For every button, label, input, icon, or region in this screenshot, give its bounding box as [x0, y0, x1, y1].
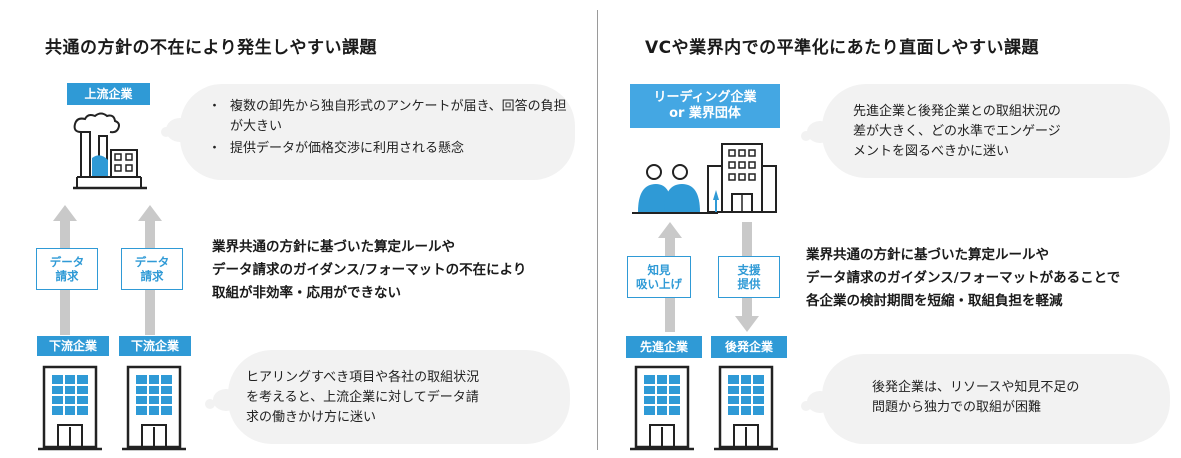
knowledge-label-line2: 吸い上げ — [636, 277, 682, 291]
downstream-bubble-line-1: ヒアリングすべき項目や各社の取組状況 — [246, 370, 480, 385]
data-request-label-2: データ 請求 — [121, 248, 183, 290]
downstream-label-1: 下流企業 — [37, 336, 109, 356]
upstream-issue-2: 提供データが価格交渉に利用される懸念 — [208, 139, 568, 159]
upstream-label: 上流企業 — [67, 83, 150, 105]
panel-divider — [597, 10, 598, 450]
right-center-line-1: 業界共通の方針に基づいた算定ルールや — [806, 247, 1049, 263]
downstream-bubble-line-3: 求の働きかけ方に迷い — [246, 410, 377, 425]
upstream-issue-1: 複数の卸先から独自形式のアンケートが届き、回答の負担が大きい — [208, 97, 568, 137]
late-company-label: 後発企業 — [711, 336, 787, 358]
support-label-line2: 提供 — [737, 277, 761, 291]
left-center-text: 業界共通の方針に基づいた算定ルールや データ請求のガイダンス/フォーマットの不在… — [212, 236, 526, 305]
left-center-line-1: 業界共通の方針に基づいた算定ルールや — [212, 239, 455, 255]
downstream-label-2: 下流企業 — [119, 336, 191, 356]
late-building-icon — [714, 365, 778, 451]
leader-bubble — [801, 84, 1170, 178]
upstream-bubble-text: 複数の卸先から独自形式のアンケートが届き、回答の負担が大きい 提供データが価格交… — [208, 97, 568, 159]
knowledge-label-line1: 知見 — [647, 262, 671, 277]
building-icon-2 — [122, 365, 186, 451]
data-request-label-1-line2: 請求 — [55, 269, 79, 283]
leader-bubble-line-3: メントを図るべきかに迷い — [853, 144, 1010, 159]
downstream-bubble — [205, 350, 570, 444]
company-building-icons — [630, 365, 778, 451]
people-icon — [632, 164, 718, 214]
support-label: 支援 提供 — [718, 256, 780, 298]
leader-bubble-line-2: 差が大きく、どの水準でエンゲージ — [853, 124, 1061, 139]
knowledge-label: 知見 吸い上げ — [627, 256, 691, 298]
advanced-building-icon — [630, 365, 694, 451]
left-center-line-2: データ請求のガイダンス/フォーマットの不在により — [212, 262, 527, 278]
data-request-label-2-line1: データ — [134, 254, 170, 269]
late-bubble-line-1: 後発企業は、リソースや知見不足の — [872, 380, 1080, 395]
building-tall-icon — [707, 143, 777, 213]
late-bubble-text: 後発企業は、リソースや知見不足の 問題から独力での取組が困難 — [872, 378, 1079, 418]
people-building-icon — [632, 143, 777, 214]
right-center-text: 業界共通の方針に基づいた算定ルールや データ請求のガイダンス/フォーマットがある… — [806, 244, 1120, 313]
leader-label-line1: リーディング企業 — [653, 90, 757, 106]
late-bubble — [801, 354, 1170, 444]
building-icon-1 — [38, 365, 102, 451]
leader-label: リーディング企業 or 業界団体 — [630, 84, 780, 128]
data-request-label-1: データ 請求 — [36, 248, 98, 290]
data-request-label-2-line2: 請求 — [140, 269, 164, 283]
late-bubble-line-2: 問題から独力での取組が困難 — [872, 400, 1042, 415]
right-center-line-2: データ請求のガイダンス/フォーマットがあることで — [806, 270, 1121, 286]
downstream-building-icons — [38, 365, 186, 451]
leader-bubble-line-1: 先進企業と後発企業との取組状況の — [853, 104, 1061, 119]
support-label-line1: 支援 — [737, 262, 761, 277]
leader-bubble-text: 先進企業と後発企業との取組状況の 差が大きく、どの水準でエンゲージ メントを図る… — [853, 102, 1061, 162]
downstream-bubble-line-2: を考えると、上流企業に対してデータ請 — [246, 390, 479, 405]
factory-icon — [73, 112, 147, 190]
right-panel-title: VCや業界内での平準化にあたり直面しやすい課題 — [645, 38, 1039, 58]
downstream-bubble-text: ヒアリングすべき項目や各社の取組状況 を考えると、上流企業に対してデータ請 求の… — [246, 368, 479, 428]
advanced-company-label: 先進企業 — [626, 336, 702, 358]
left-center-line-3: 取組が非効率・応用ができない — [212, 285, 401, 301]
data-request-label-1-line1: データ — [49, 254, 85, 269]
leader-label-line2: or 業界団体 — [669, 106, 741, 121]
right-center-line-3: 各企業の検討期間を短縮・取組負担を軽減 — [806, 293, 1063, 309]
left-panel-title: 共通の方針の不在により発生しやすい課題 — [45, 38, 377, 58]
